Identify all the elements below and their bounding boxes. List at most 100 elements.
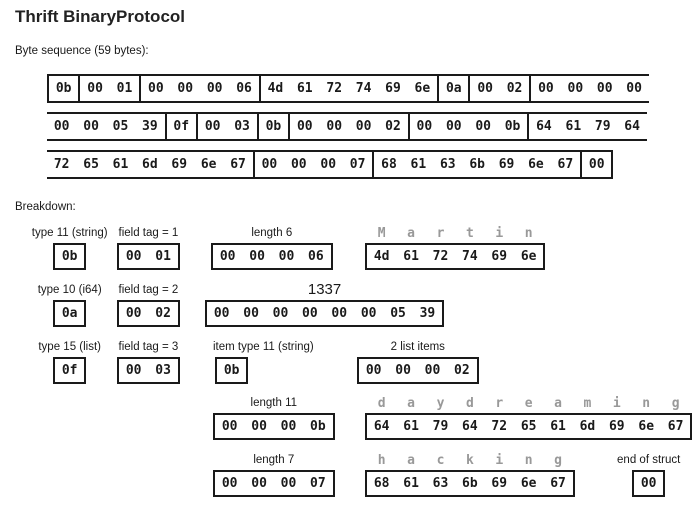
- byte-value: 00: [87, 81, 103, 96]
- byte-value: 00: [251, 419, 267, 434]
- breakdown-item-label: field tag = 2: [118, 283, 179, 296]
- byte-value: 02: [385, 119, 401, 134]
- byte-value: 02: [506, 81, 523, 96]
- byte-value: 0b: [61, 249, 78, 264]
- byte-box: 0f: [53, 357, 87, 384]
- breakdown-item-label: field tag = 3: [118, 340, 179, 353]
- byte-value: 61: [112, 157, 129, 172]
- breakdown-item-label: type 10 (i64): [37, 283, 102, 296]
- ascii-letter: y: [436, 396, 445, 411]
- byte-value: 6d: [579, 419, 596, 434]
- byte-value: 00: [213, 306, 230, 321]
- breakdown-item-label: field tag = 1: [118, 226, 179, 239]
- breakdown-item-label: 2 list items: [390, 340, 445, 353]
- breakdown-item: length 6 00 00 00 06: [211, 227, 333, 270]
- byte-value: 00: [206, 81, 223, 96]
- byte-value: 63: [432, 476, 449, 491]
- byte-value: 0f: [61, 363, 78, 378]
- ascii-letter: r: [436, 226, 445, 241]
- byte-value: 00: [125, 249, 142, 264]
- breakdown-item: type 11 (string)0b: [32, 227, 108, 270]
- byte-value: 79: [594, 119, 611, 134]
- byte-value: 74: [355, 81, 372, 96]
- byte-field-segment: 0a: [439, 76, 471, 101]
- byte-value: 00: [83, 119, 99, 134]
- byte-value: 02: [155, 306, 171, 321]
- byte-value: 07: [310, 476, 326, 491]
- byte-value: 0b: [265, 119, 282, 134]
- breakdown-item-label: length 11: [250, 396, 298, 409]
- byte-value: 00: [355, 119, 372, 134]
- byte-value: 64: [462, 419, 478, 434]
- byte-value: 00: [221, 419, 238, 434]
- byte-field-segment: 0f: [167, 114, 198, 139]
- byte-box: 0b: [215, 357, 249, 384]
- byte-value: 00: [219, 249, 236, 264]
- byte-value: 39: [419, 306, 436, 321]
- byte-value: 00: [125, 306, 142, 321]
- byte-value: 00: [280, 419, 297, 434]
- byte-value: 00: [261, 157, 278, 172]
- byte-value: 00: [290, 157, 307, 172]
- byte-value: 72: [53, 157, 70, 172]
- byte-value: 0b: [55, 81, 72, 96]
- breakdown-item-label: length 6: [251, 226, 293, 239]
- byte-value: 00: [326, 119, 343, 134]
- byte-value: 03: [234, 119, 250, 134]
- byte-value: 00: [296, 119, 313, 134]
- byte-value: 64: [624, 119, 640, 134]
- ascii-letter: e: [524, 396, 533, 411]
- breakdown-item: field tag = 2 00 02: [117, 284, 180, 327]
- ascii-letter: a: [407, 396, 415, 411]
- byte-value: 74: [462, 249, 478, 264]
- byte-value: 0b: [310, 419, 326, 434]
- byte-value: 00: [365, 363, 382, 378]
- byte-value: 00: [251, 476, 267, 491]
- byte-value: 00: [395, 363, 411, 378]
- ascii-letter: a: [407, 226, 415, 241]
- breakdown-label: Breakdown:: [15, 201, 76, 213]
- byte-value: 39: [142, 119, 158, 134]
- ascii-letter: d: [465, 396, 474, 411]
- page-title: Thrift BinaryProtocol: [15, 7, 186, 26]
- byte-value: 65: [83, 157, 99, 172]
- byte-value: 00: [221, 476, 238, 491]
- byte-value: 69: [498, 157, 515, 172]
- byte-value: 05: [112, 119, 129, 134]
- byte-value: 6b: [462, 476, 478, 491]
- byte-value: 6e: [528, 157, 544, 172]
- byte-value: 00: [148, 81, 164, 96]
- byte-value: 61: [565, 119, 582, 134]
- ascii-letter: M: [377, 226, 386, 241]
- breakdown-item-label: 1337: [307, 281, 342, 298]
- byte-value: 00: [280, 476, 297, 491]
- byte-value: 00: [125, 363, 142, 378]
- ascii-letter: c: [436, 453, 445, 468]
- byte-value: 01: [155, 249, 171, 264]
- byte-value: 6d: [142, 157, 158, 172]
- byte-value: 61: [550, 419, 566, 434]
- byte-value: 69: [171, 157, 188, 172]
- byte-value: 00: [249, 249, 265, 264]
- byte-value: 67: [230, 157, 246, 172]
- byte-value: 69: [385, 81, 401, 96]
- byte-value: 00: [243, 306, 259, 321]
- byte-value: 67: [550, 476, 566, 491]
- byte-value: 00: [278, 249, 295, 264]
- byte-box: 0a: [53, 300, 87, 327]
- byte-value: 06: [308, 249, 324, 264]
- byte-value: 6e: [520, 476, 537, 491]
